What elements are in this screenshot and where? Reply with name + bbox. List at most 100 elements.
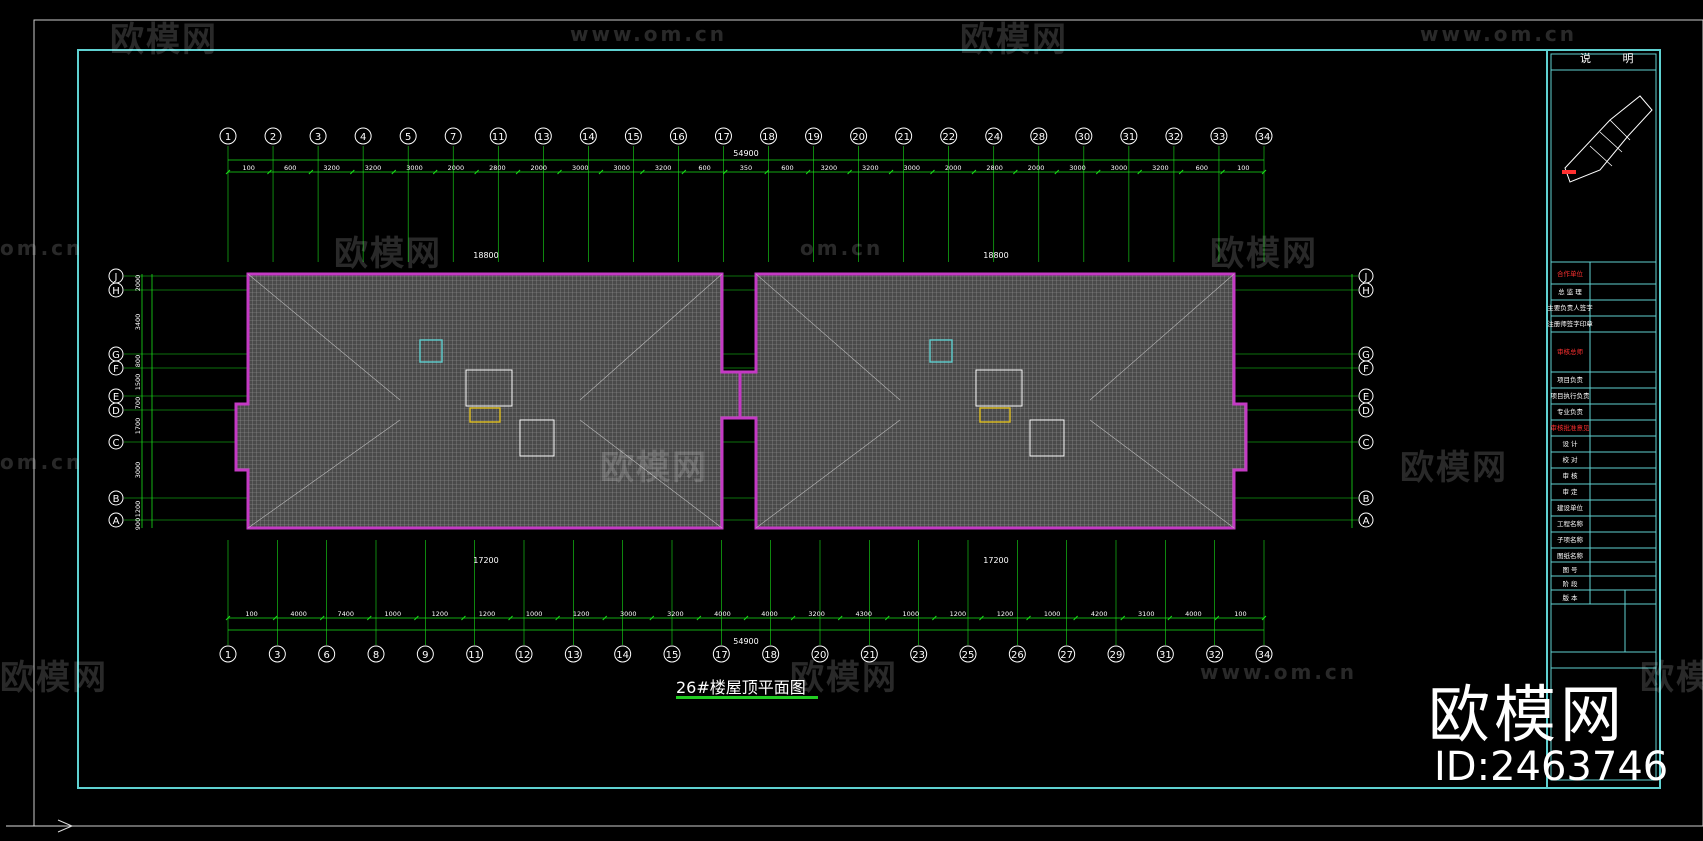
axis-label-top: 19 (807, 132, 820, 143)
axis-label-left: F (113, 364, 119, 375)
dimension-label-left: 1500 (134, 374, 142, 391)
axis-bubble (219, 645, 237, 663)
dimension-label-top: 2000 (1028, 164, 1045, 172)
dimension-label-bottom: 1000 (903, 610, 920, 618)
dimension-tick (1013, 169, 1018, 175)
dimension-label-bottom: 4000 (1185, 610, 1202, 618)
axis-label-top: 31 (1123, 132, 1136, 143)
axis-bubble (1008, 645, 1026, 663)
watermark-url: www.om.cn (1200, 660, 1358, 684)
axis-label-top: 28 (1032, 132, 1045, 143)
axis-bubble (108, 434, 124, 450)
axis-bubble (564, 645, 582, 663)
dimension-label-bottom: 1000 (526, 610, 543, 618)
title-block-row-label: 审核批准意见 (1551, 423, 1591, 432)
axis-bubble (108, 490, 124, 506)
axis-label-bottom: 11 (468, 650, 481, 661)
axis-bubble (940, 127, 958, 145)
dimension-label-bottom: 1000 (1044, 610, 1061, 618)
axis-bubble (108, 402, 124, 418)
axis-bubble (1030, 127, 1048, 145)
axis-bubble (1358, 402, 1374, 418)
title-block-row-label: 项目执行负责 (1551, 391, 1591, 400)
axis-bubble (489, 127, 507, 145)
dimension-label-top: 3000 (1069, 164, 1086, 172)
axis-label-top: 18 (762, 132, 775, 143)
dimension-tick (1220, 169, 1225, 175)
dimension-tick (1095, 169, 1101, 175)
key-plan-thumbnail (1562, 95, 1653, 183)
axis-bubble (219, 127, 237, 145)
dimension-tick (515, 169, 521, 175)
axis-label-top: 15 (627, 132, 640, 143)
axis-bubble (712, 645, 730, 663)
dimension-label-top: 600 (698, 164, 710, 172)
watermark-brand: 欧模网 (960, 20, 1068, 60)
dimension-label-top: 3000 (903, 164, 920, 172)
axis-bubble (466, 645, 484, 663)
axis-bubble (416, 645, 434, 663)
watermark-brand: 欧模网 (1400, 448, 1508, 488)
inner-dimension-bottom-right: 17200 (983, 556, 1008, 565)
axis-label-top: 1 (225, 132, 231, 143)
dimension-tick (722, 169, 728, 175)
axis-bubble (515, 645, 533, 663)
dimension-label-left: 1200 (134, 501, 142, 518)
axis-label-bottom: 15 (666, 650, 679, 661)
axis-bubble (1107, 645, 1125, 663)
drawing-title-underline (676, 696, 818, 699)
dimension-tick (971, 169, 977, 175)
dimension-tick (743, 615, 749, 621)
dimension-tick (1261, 169, 1267, 175)
axis-label-right: B (1363, 494, 1370, 505)
axis-label-left: A (113, 516, 120, 527)
watermark-url: www.om.cn (1420, 22, 1578, 46)
dimension-tick (1073, 615, 1078, 621)
dimension-tick (884, 615, 890, 621)
dimension-label-top: 2000 (531, 164, 548, 172)
inner-dimension-bottom-left: 17200 (473, 556, 498, 565)
brand-logo-text: 欧模网 (1428, 678, 1627, 751)
axis-bubble (108, 282, 124, 298)
dimension-tick (1120, 615, 1126, 621)
dimension-tick (932, 615, 937, 621)
dimension-tick (225, 615, 231, 621)
dimension-label-bottom: 1200 (950, 610, 967, 618)
axis-label-bottom: 29 (1110, 650, 1123, 661)
ucs-icon (6, 819, 74, 833)
dimension-tick (1026, 615, 1031, 621)
dimension-label-top: 3000 (1111, 164, 1128, 172)
dimension-label-left: 2000 (134, 275, 142, 292)
watermark-url: om.cn (800, 236, 884, 260)
dimension-tick (1261, 615, 1267, 621)
axis-label-bottom: 32 (1208, 650, 1221, 661)
title-block-row-label: 审 定 (1562, 487, 1578, 496)
dimension-tick (1178, 169, 1184, 175)
dimension-label-top: 3200 (1152, 164, 1169, 172)
watermark-brand: 欧模网 (790, 658, 898, 698)
axis-label-right: C (1363, 438, 1370, 449)
inner-dimension-top-left: 18800 (473, 251, 498, 260)
title-block-row-label: 版 本 (1562, 593, 1578, 602)
dimension-tick (414, 615, 419, 621)
axis-bubble (444, 127, 462, 145)
axis-bubble (264, 127, 282, 145)
dimension-label-top: 350 (740, 164, 752, 172)
dimension-tick (979, 615, 984, 621)
axis-bubble (399, 127, 417, 145)
dimension-tick (681, 169, 687, 175)
axis-label-bottom: 3 (274, 650, 280, 661)
axis-bubble (1358, 512, 1374, 528)
axis-bubble (850, 127, 868, 145)
title-block-row-label: 审核总师 (1557, 347, 1584, 356)
dimension-label-top: 600 (284, 164, 296, 172)
dimension-tick (555, 615, 560, 621)
title-block-row-label: 总 监 理 (1558, 287, 1582, 296)
dimension-tick (888, 169, 894, 175)
dimension-label-left: 900 (134, 518, 142, 530)
dimension-label-bottom: 100 (1234, 610, 1246, 618)
axis-label-bottom: 9 (422, 650, 428, 661)
dimension-label-bottom: 3000 (620, 610, 637, 618)
axis-label-bottom: 23 (912, 650, 925, 661)
